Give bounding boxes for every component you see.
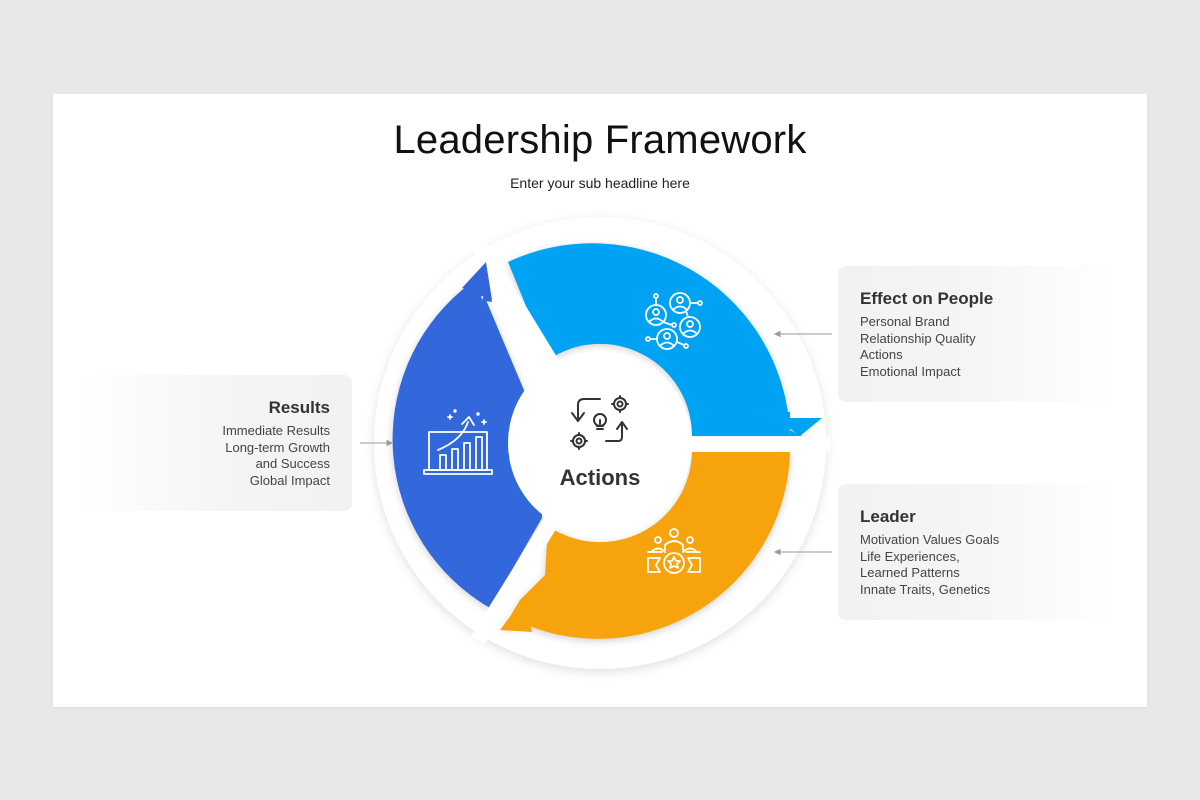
- callout-line: and Success: [255, 456, 330, 471]
- center-circle: [508, 351, 692, 535]
- results-arrowhead: [462, 262, 492, 300]
- callout-line: Learned Patterns: [860, 565, 960, 580]
- callout-line: Actions: [860, 347, 903, 362]
- connector-leader: [773, 548, 832, 556]
- callout-title: Effect on People: [860, 289, 994, 308]
- effect-arrowhead: [776, 418, 822, 436]
- callout-line: Relationship Quality: [860, 330, 976, 346]
- callout-leader: Leader Motivation Values Goals Life Expe…: [838, 484, 1118, 620]
- segment-results[interactable]: [392, 276, 545, 608]
- callout-results: Results Immediate Results Long-term Grow…: [75, 375, 352, 511]
- page-subtitle: Enter your sub headline here: [510, 175, 690, 191]
- callout-line: Innate Traits, Genetics: [860, 581, 991, 597]
- callout-line: Motivation Values Goals: [860, 532, 1000, 547]
- connector-effect-on-people: [773, 330, 832, 338]
- callout-effect-on-people: Effect on People Personal Brand Relation…: [838, 266, 1118, 402]
- connector-results: [360, 439, 394, 447]
- growth-chart-laptop-icon: [423, 409, 493, 475]
- callout-title: Results: [268, 398, 330, 417]
- callout-line: Personal Brand: [860, 314, 950, 329]
- leader-arrowhead: [500, 598, 532, 632]
- gears-lightbulb-cycle-icon: [570, 395, 629, 450]
- callout-line: Immediate Results: [222, 423, 330, 438]
- callout-line: Long-term Growth: [225, 439, 330, 455]
- segment-leader[interactable]: [502, 452, 790, 639]
- callout-line: Life Experiences,: [860, 548, 960, 564]
- callout-title: Leader: [860, 507, 916, 526]
- people-network-icon: [645, 292, 703, 350]
- callout-line: Emotional Impact: [860, 363, 961, 379]
- page-title: Leadership Framework: [393, 118, 807, 162]
- center-label-actions: Actions: [559, 465, 641, 490]
- callout-line: Global Impact: [249, 472, 330, 488]
- segment-effect-on-people[interactable]: [508, 243, 808, 436]
- team-leader-star-icon: [647, 528, 701, 574]
